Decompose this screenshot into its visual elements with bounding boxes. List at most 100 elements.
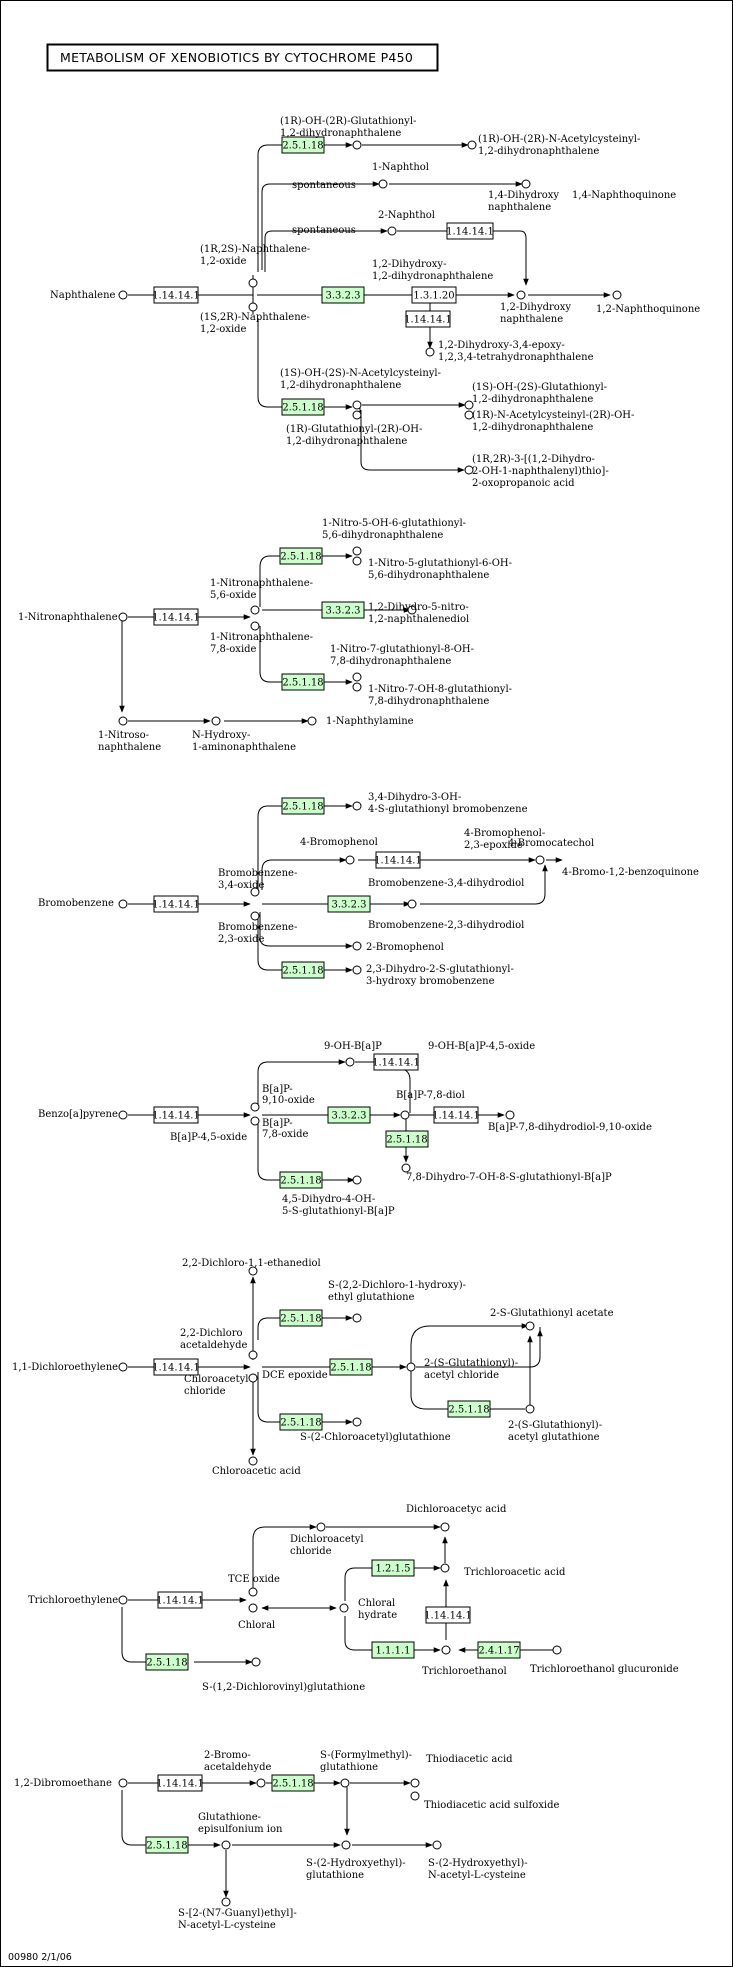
compound-node[interactable] bbox=[464, 410, 474, 420]
enzyme-box-rect[interactable] bbox=[157, 1774, 203, 1792]
enzyme-box[interactable]: 1.14.14.1 bbox=[152, 895, 200, 913]
enzyme-box[interactable]: 2.5.1.18 bbox=[145, 1653, 189, 1671]
enzyme-box[interactable]: 2.5.1.18 bbox=[281, 673, 325, 691]
compound-node[interactable] bbox=[352, 672, 362, 682]
enzyme-box-rect[interactable] bbox=[375, 851, 421, 869]
enzyme-box-rect[interactable] bbox=[145, 1836, 189, 1854]
compound-node[interactable] bbox=[345, 855, 355, 865]
compound-node[interactable] bbox=[118, 899, 128, 909]
enzyme-box[interactable]: 2.5.1.18 bbox=[281, 797, 325, 815]
compound-node[interactable] bbox=[525, 1321, 535, 1331]
enzyme-box-rect[interactable] bbox=[153, 1358, 199, 1376]
enzyme-box[interactable]: 1.14.14.1 bbox=[156, 1774, 204, 1792]
compound-node[interactable] bbox=[352, 400, 362, 410]
enzyme-box[interactable]: 2.4.1.17 bbox=[477, 1641, 521, 1659]
compound-node[interactable] bbox=[432, 1840, 442, 1850]
enzyme-box[interactable]: 1.14.14.1 bbox=[152, 1358, 200, 1376]
compound-node[interactable] bbox=[352, 801, 362, 811]
enzyme-box-rect[interactable] bbox=[279, 1413, 323, 1431]
compound-node[interactable] bbox=[118, 290, 128, 300]
enzyme-box[interactable]: 3.3.2.3 bbox=[321, 286, 365, 304]
enzyme-box-rect[interactable] bbox=[329, 1358, 373, 1376]
compound-node[interactable] bbox=[211, 716, 221, 726]
enzyme-box-rect[interactable] bbox=[271, 1774, 315, 1792]
enzyme-box-rect[interactable] bbox=[327, 1106, 371, 1124]
compound-node[interactable] bbox=[352, 941, 362, 951]
compound-node[interactable] bbox=[307, 716, 317, 726]
enzyme-box[interactable]: 2.5.1.18 bbox=[279, 547, 323, 565]
compound-node[interactable] bbox=[464, 465, 474, 475]
compound-node[interactable] bbox=[256, 1778, 266, 1788]
enzyme-box[interactable]: 2.5.1.18 bbox=[145, 1836, 189, 1854]
compound-node[interactable] bbox=[352, 1313, 362, 1323]
enzyme-box-rect[interactable] bbox=[281, 136, 325, 154]
enzyme-box-rect[interactable] bbox=[153, 895, 199, 913]
compound-node[interactable] bbox=[407, 899, 417, 909]
enzyme-box-rect[interactable] bbox=[153, 1106, 199, 1124]
compound-node[interactable] bbox=[521, 179, 531, 189]
compound-node[interactable] bbox=[340, 1778, 350, 1788]
compound-node[interactable] bbox=[612, 290, 622, 300]
compound-node[interactable] bbox=[118, 716, 128, 726]
enzyme-box-rect[interactable] bbox=[321, 601, 365, 619]
compound-node[interactable] bbox=[407, 605, 417, 615]
enzyme-box[interactable]: 2.5.1.18 bbox=[329, 1358, 373, 1376]
enzyme-box-rect[interactable] bbox=[153, 286, 199, 304]
compound-node[interactable] bbox=[118, 1595, 128, 1605]
compound-node[interactable] bbox=[505, 1110, 515, 1120]
enzyme-box[interactable]: 1.14.14.1 bbox=[152, 608, 200, 626]
enzyme-box[interactable]: 2.5.1.18 bbox=[447, 1400, 491, 1418]
compound-node[interactable] bbox=[248, 1603, 258, 1613]
enzyme-box[interactable]: 2.5.1.18 bbox=[385, 1130, 429, 1148]
enzyme-box[interactable]: 1.14.14.1 bbox=[374, 851, 422, 869]
enzyme-box[interactable]: 3.3.2.3 bbox=[321, 601, 365, 619]
compound-node[interactable] bbox=[250, 1116, 260, 1126]
compound-node[interactable] bbox=[316, 1522, 326, 1532]
compound-node[interactable] bbox=[341, 1840, 351, 1850]
compound-node[interactable] bbox=[248, 278, 258, 288]
enzyme-box[interactable]: 2.5.1.18 bbox=[281, 136, 325, 154]
enzyme-box-rect[interactable] bbox=[385, 1130, 429, 1148]
compound-node[interactable] bbox=[516, 290, 526, 300]
enzyme-box-rect[interactable] bbox=[433, 1106, 479, 1124]
enzyme-box[interactable]: 1.1.1.1 bbox=[371, 1641, 415, 1659]
enzyme-box[interactable]: 1.14.14.1 bbox=[152, 1106, 200, 1124]
enzyme-box-rect[interactable] bbox=[279, 1309, 323, 1327]
enzyme-box-rect[interactable] bbox=[446, 222, 494, 240]
enzyme-box[interactable]: 1.14.14.1 bbox=[432, 1106, 480, 1124]
compound-node[interactable] bbox=[425, 347, 435, 357]
compound-node[interactable] bbox=[352, 556, 362, 566]
compound-node[interactable] bbox=[535, 855, 545, 865]
enzyme-box[interactable]: 2.5.1.18 bbox=[271, 1774, 315, 1792]
enzyme-box-rect[interactable] bbox=[373, 1053, 419, 1071]
compound-node[interactable] bbox=[248, 1456, 258, 1466]
compound-node[interactable] bbox=[118, 612, 128, 622]
compound-node[interactable] bbox=[345, 1057, 355, 1067]
compound-node[interactable] bbox=[118, 1778, 128, 1788]
enzyme-box[interactable]: 3.3.2.3 bbox=[327, 1106, 371, 1124]
enzyme-box[interactable]: 3.3.2.3 bbox=[327, 895, 371, 913]
compound-node[interactable] bbox=[221, 1840, 231, 1850]
compound-node[interactable] bbox=[400, 1110, 410, 1120]
enzyme-box-rect[interactable] bbox=[281, 398, 325, 416]
enzyme-box-rect[interactable] bbox=[425, 1606, 471, 1624]
compound-node[interactable] bbox=[352, 965, 362, 975]
enzyme-box[interactable]: 1.2.1.5 bbox=[371, 1559, 415, 1577]
enzyme-box[interactable]: 1.14.14.1 bbox=[404, 310, 452, 328]
compound-node[interactable] bbox=[118, 1362, 128, 1372]
enzyme-box-rect[interactable] bbox=[371, 1559, 415, 1577]
enzyme-box[interactable]: 1.14.14.1 bbox=[156, 1591, 204, 1609]
compound-node[interactable] bbox=[464, 400, 474, 410]
enzyme-box[interactable]: 1.3.1.20 bbox=[411, 286, 457, 304]
compound-node[interactable] bbox=[352, 140, 362, 150]
enzyme-box[interactable]: 1.14.14.1 bbox=[152, 286, 200, 304]
compound-node[interactable] bbox=[440, 1522, 450, 1532]
compound-node[interactable] bbox=[250, 605, 260, 615]
compound-node[interactable] bbox=[118, 1110, 128, 1120]
compound-node[interactable] bbox=[339, 1603, 349, 1613]
compound-node[interactable] bbox=[250, 1102, 260, 1112]
enzyme-box-rect[interactable] bbox=[321, 286, 365, 304]
enzyme-box-rect[interactable] bbox=[279, 1171, 323, 1189]
enzyme-box[interactable]: 2.5.1.18 bbox=[281, 398, 325, 416]
compound-node[interactable] bbox=[378, 179, 388, 189]
